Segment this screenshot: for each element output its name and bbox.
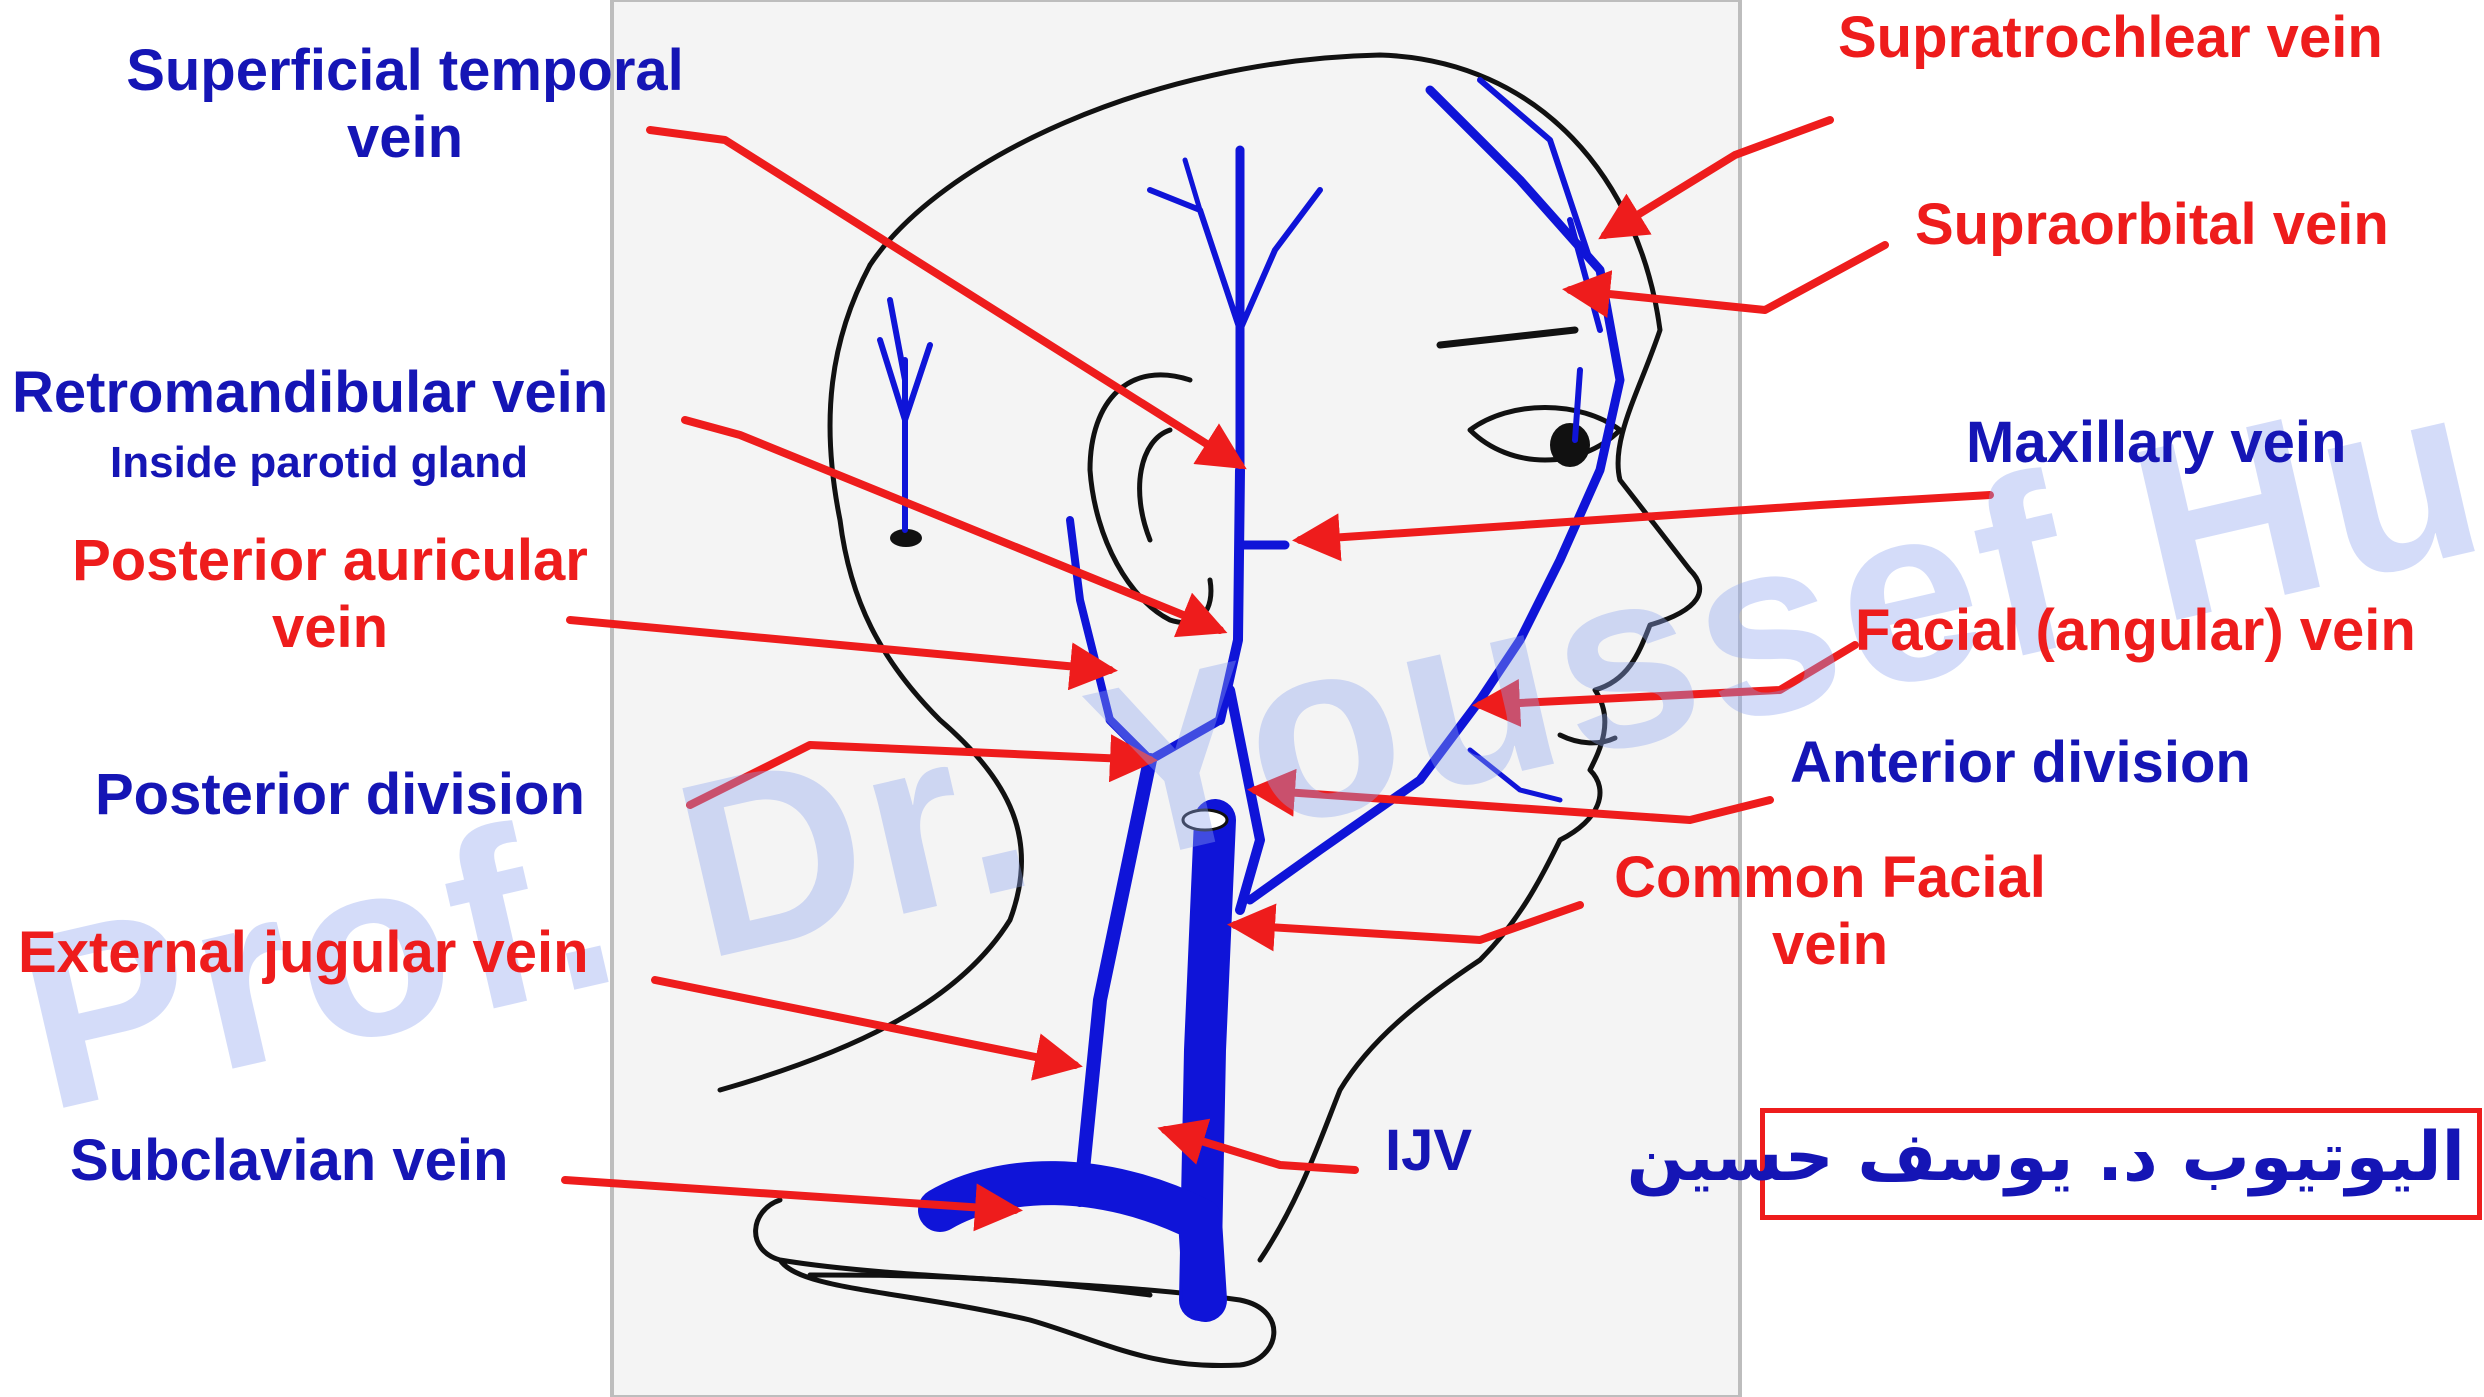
label-retromandibular: Retromandibular vein [12,360,608,427]
label-posterior-auricular: Posterior auricular vein [40,528,620,661]
label-retromandibular-note: Inside parotid gland [110,438,528,489]
label-supraorbital: Supraorbital vein [1915,192,2389,259]
label-posterior-auricular-line2: vein [40,595,620,662]
channel-credit-text: اليوتيوب د. يوسف حسين [1615,1118,2465,1197]
label-superficial-temporal: Superficial temporal vein [85,38,725,171]
label-common-facial: Common Facial vein [1590,845,2070,978]
label-maxillary: Maxillary vein [1966,410,2346,477]
label-superficial-temporal-line2: vein [85,105,725,172]
label-facial-angular: Facial (angular) vein [1855,598,2416,665]
label-ijv: IJV [1385,1118,1472,1185]
label-common-facial-line1: Common Facial [1590,845,2070,912]
label-subclavian: Subclavian vein [70,1128,508,1195]
label-external-jugular: External jugular vein [18,920,589,987]
label-anterior-division: Anterior division [1790,730,2251,797]
label-supratrochlear: Supratrochlear vein [1838,5,2383,72]
label-common-facial-line2: vein [1590,912,2070,979]
label-posterior-division: Posterior division [95,762,585,829]
label-superficial-temporal-line1: Superficial temporal [85,38,725,105]
label-posterior-auricular-line1: Posterior auricular [40,528,620,595]
eye-pupil [1550,423,1590,467]
